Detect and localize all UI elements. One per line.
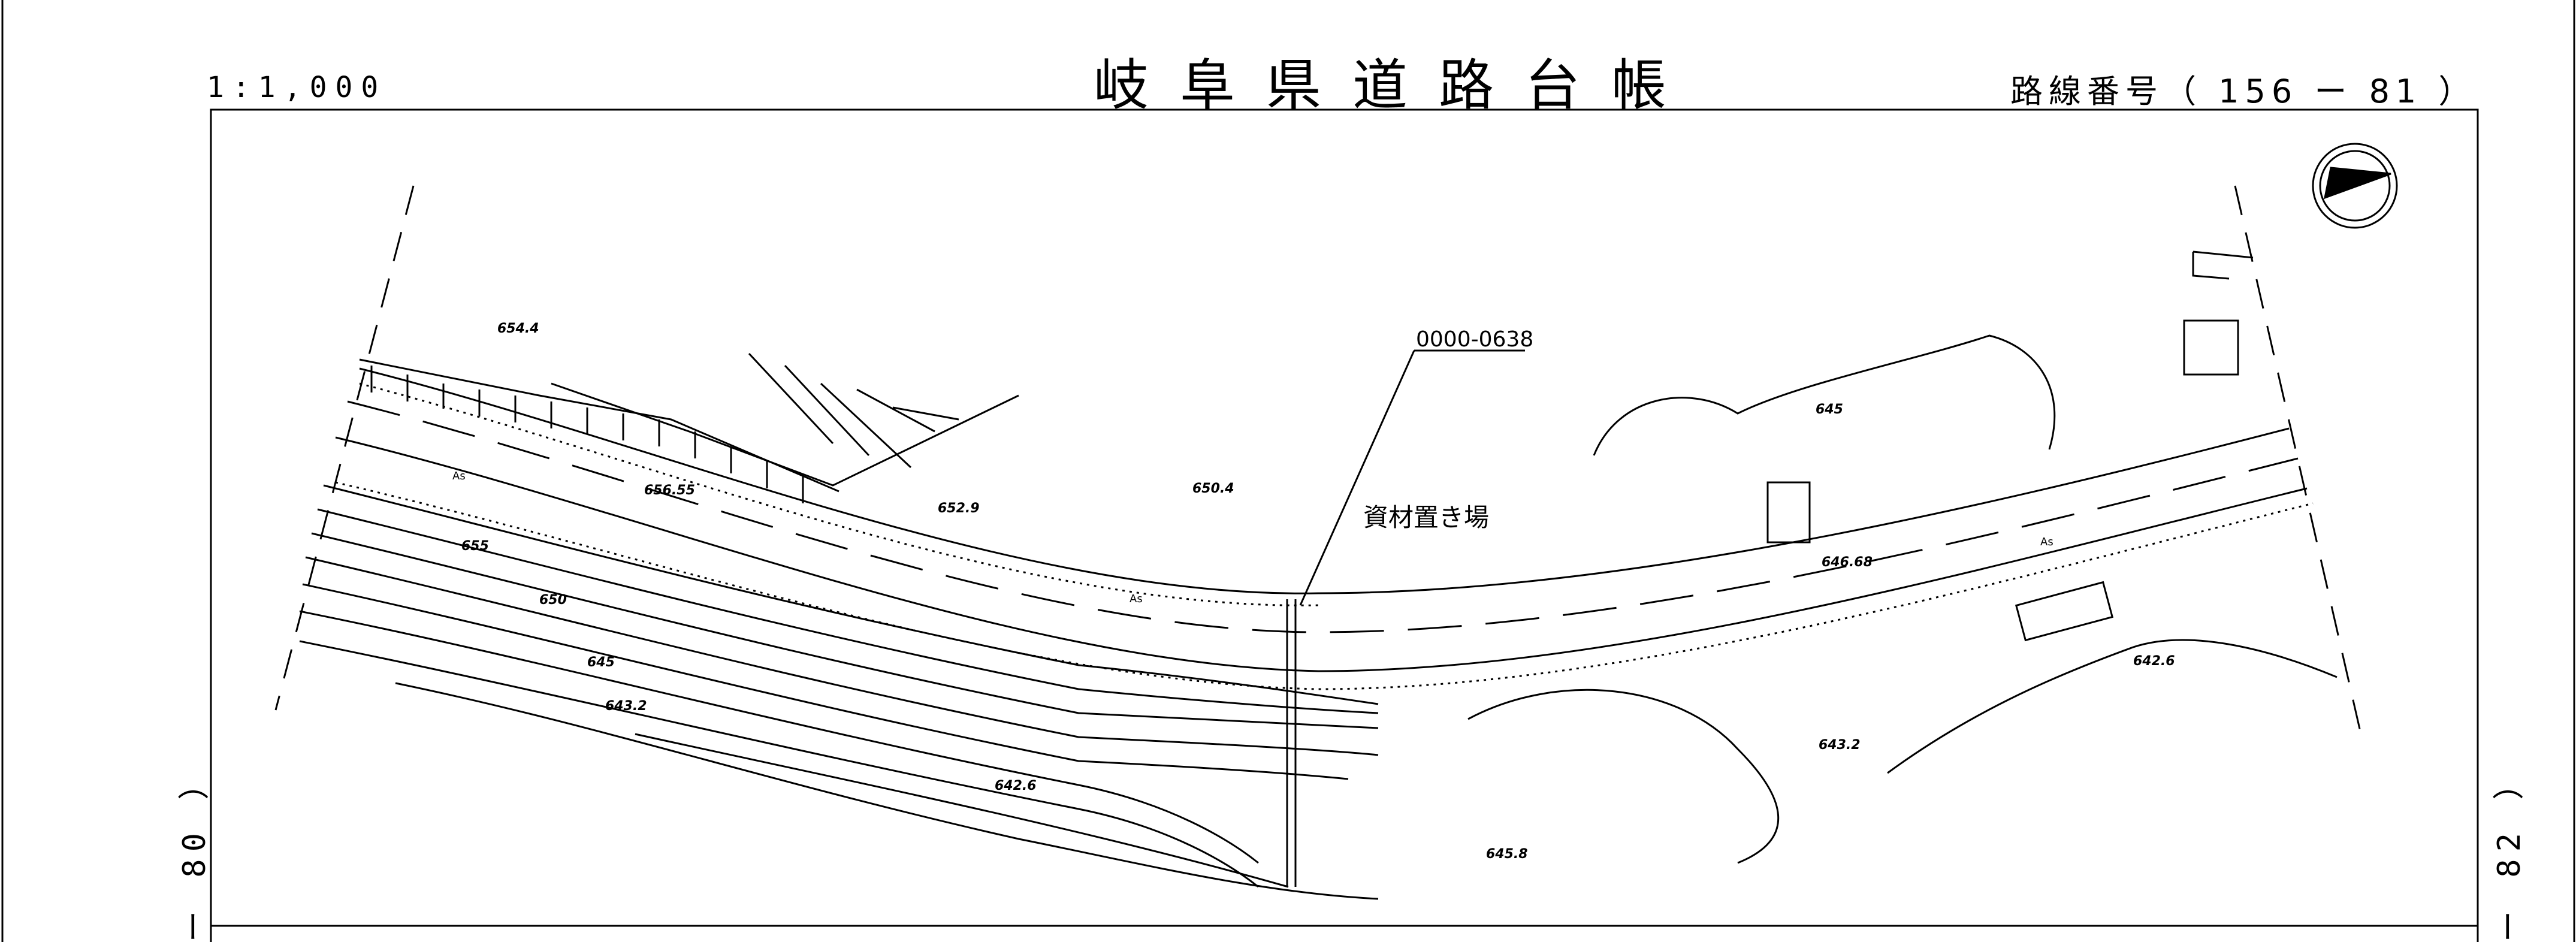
contour-1 [323, 484, 1379, 705]
north-arrow-icon [2312, 143, 2398, 229]
road-edge-south [335, 436, 2308, 672]
road-edge-dotted [359, 382, 1319, 606]
elevation-label: 656.55 [644, 483, 695, 498]
boundary-left [274, 185, 415, 711]
contour-9 [635, 733, 1289, 888]
elevation-label: 646.68 [1822, 555, 1873, 570]
elevation-label: 650.4 [1192, 481, 1234, 496]
contour-5 [302, 583, 1349, 780]
road-edge-north [359, 367, 2290, 594]
boundary-right [2234, 185, 2362, 735]
map-scale: 1:1,000 [207, 71, 387, 104]
road-mark: As [452, 470, 466, 482]
building-1 [1766, 481, 1811, 544]
sheet-title: 岐阜県道路台帳 [1094, 53, 1698, 117]
elevation-label: 643.2 [1819, 738, 1861, 753]
map-frame [210, 108, 2479, 942]
road-mark: As [2040, 536, 2053, 548]
elevation-label: 643.2 [605, 699, 647, 714]
contour-2 [317, 508, 1379, 714]
elevation-label: 652.9 [938, 501, 980, 516]
elevation-label: 650 [539, 593, 567, 608]
slope-terrace [551, 382, 1019, 487]
land-parcel-north [1593, 334, 2056, 456]
road-mark: As [1130, 593, 1143, 605]
elevation-label: 645 [1816, 402, 1843, 417]
elevation-label: 645 [587, 655, 615, 670]
building-3 [2015, 581, 2114, 642]
contour-8 [395, 682, 1379, 900]
building-2 [2183, 319, 2239, 376]
elevation-label: 655 [461, 539, 489, 554]
slope-hatch [370, 366, 804, 503]
contour-7 [299, 640, 1259, 888]
road-centerline [347, 400, 2299, 633]
parcel-id: 0000-0638 [1416, 327, 1533, 352]
elevation-label: 642.6 [995, 778, 1037, 793]
building-4 [2192, 250, 2254, 280]
route-number: 路線番号（ 156 ー 81 ） [2010, 73, 2477, 110]
north-arrow-pointer [2324, 167, 2391, 200]
land-parcel-east [1887, 639, 2338, 774]
road-shoulder-dotted [335, 481, 2314, 690]
contour-4 [305, 556, 1379, 756]
land-parcel-south [1467, 689, 1779, 864]
place-label: 資材置き場 [1363, 503, 1489, 532]
elevation-label: 642.6 [2133, 654, 2175, 669]
contour-3 [311, 532, 1379, 729]
elevation-label: 645.8 [1486, 847, 1528, 862]
culvert [1286, 599, 1297, 887]
slope-hatch-2 [748, 352, 959, 469]
elevation-label: 654.4 [497, 321, 539, 336]
contour-6 [299, 610, 1259, 864]
parcel-leader [1299, 350, 1415, 606]
